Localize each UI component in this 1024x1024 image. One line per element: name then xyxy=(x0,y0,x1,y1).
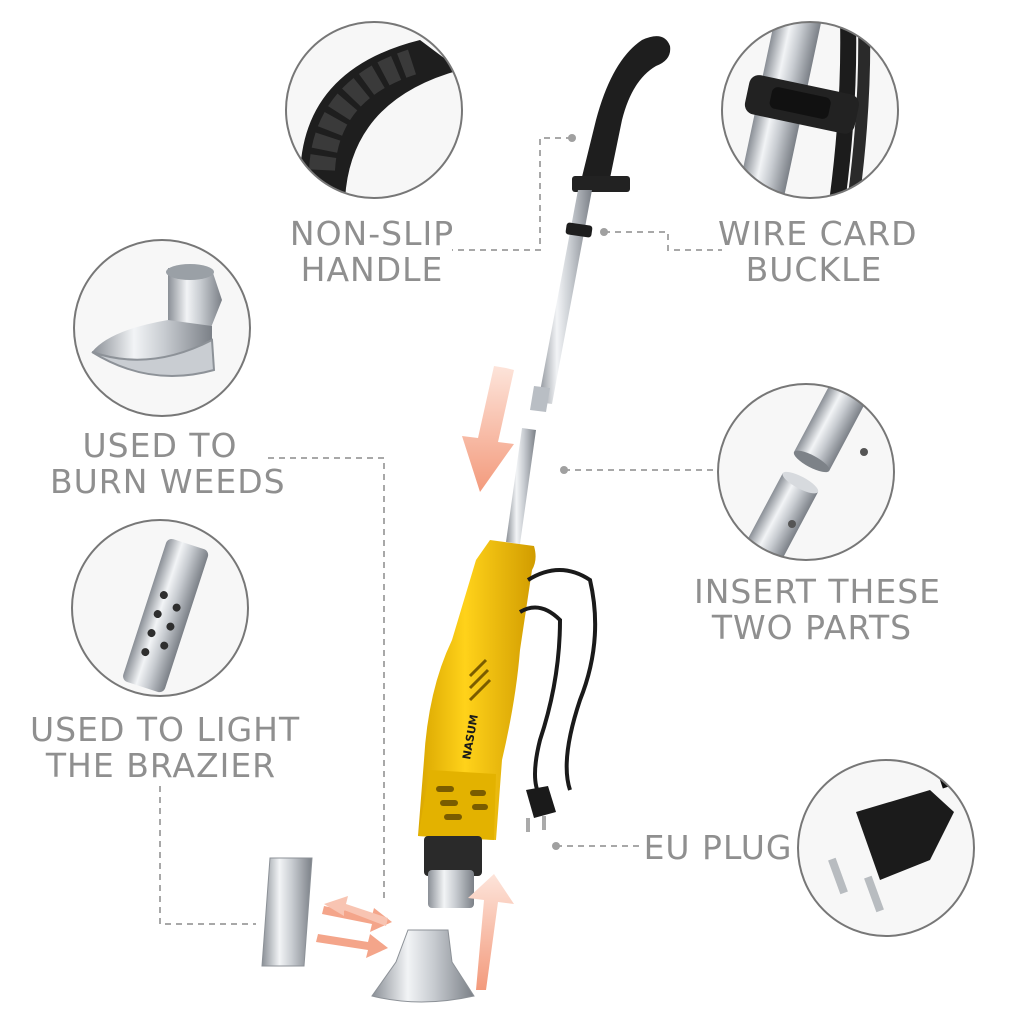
label-non-slip-handle: NON-SLIP HANDLE xyxy=(289,214,455,289)
closeup-handle xyxy=(285,21,463,199)
closeup-brazier-nozzle xyxy=(71,519,249,697)
closeup-weed-nozzle xyxy=(73,239,251,417)
label-burn-weeds: USED TO BURN WEEDS xyxy=(50,426,286,501)
leader-dots xyxy=(552,134,608,850)
arrows xyxy=(316,366,514,990)
label-eu-plug: EU PLUG xyxy=(643,828,793,867)
vent-slots xyxy=(436,786,488,820)
grip-ridges xyxy=(468,658,492,702)
closeup-eu-plug xyxy=(797,759,975,937)
label-light-brazier: USED TO LIGHT THE BRAZIER xyxy=(30,710,301,785)
closeup-buckle xyxy=(721,21,899,199)
weed-burner-product: NASUM xyxy=(418,36,671,908)
label-wire-card-buckle: WIRE CARD BUCKLE xyxy=(718,214,918,289)
label-insert-parts: INSERT THESE TWO PARTS xyxy=(694,572,942,647)
closeup-insert-parts xyxy=(717,383,895,561)
leader-lines xyxy=(159,137,722,925)
loose-brazier-nozzle xyxy=(261,857,313,967)
wire-clip xyxy=(565,222,593,238)
loose-weed-nozzle xyxy=(371,929,475,1003)
handle-collar xyxy=(572,176,630,192)
